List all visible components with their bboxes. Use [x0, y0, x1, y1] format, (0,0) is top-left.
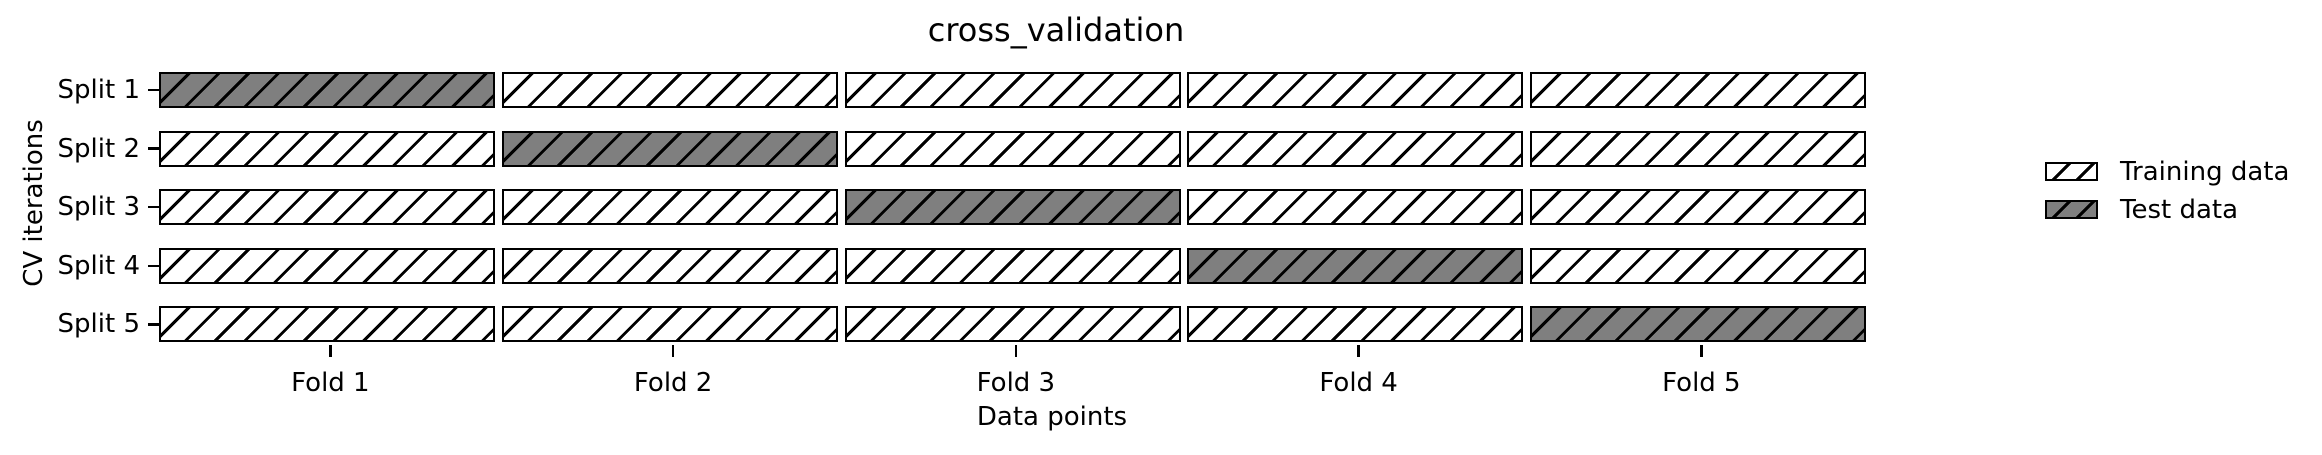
- bar-split-1-fold-3-train: [844, 72, 1181, 108]
- bar-split-4-fold-1-train: [159, 247, 495, 284]
- y-tick-label-split-5: Split 5: [57, 309, 140, 340]
- x-tick-label-fold-4: Fold 4: [1319, 368, 1398, 398]
- bar-split-1-fold-4-train: [1187, 72, 1524, 108]
- bar-split-4-fold-4-test: [1187, 247, 1524, 284]
- bar-split-5-fold-2-train: [501, 306, 838, 343]
- bar-split-2-fold-3-train: [844, 130, 1181, 167]
- y-tick-label-split-1: Split 1: [57, 75, 140, 105]
- training-data-swatch-icon: [2045, 162, 2098, 181]
- bar-split-5-fold-1-train: [159, 306, 495, 343]
- y-tick-label-split-2: Split 2: [57, 133, 140, 164]
- x-tick-label-fold-3: Fold 3: [976, 368, 1056, 398]
- bar-split-1-fold-2-train: [501, 72, 838, 108]
- x-tick-mark: [1014, 345, 1018, 357]
- legend-label-training: Training data: [2120, 156, 2290, 187]
- bar-split-2-fold-1-train: [159, 130, 495, 167]
- x-tick-label-fold-5: Fold 5: [1662, 368, 1741, 398]
- bar-split-3-fold-3-test: [844, 189, 1181, 226]
- bar-split-3-fold-1-train: [159, 189, 495, 226]
- legend-label-test: Test data: [2120, 194, 2239, 225]
- bar-split-5-fold-3-train: [844, 306, 1181, 343]
- legend: Training data Test data: [2045, 157, 2289, 238]
- bar-split-3-fold-5-train: [1530, 189, 1866, 226]
- bar-split-5-fold-5-test: [1530, 306, 1866, 343]
- bar-split-2-fold-4-train: [1187, 130, 1524, 167]
- legend-item-test: Test data: [2045, 195, 2289, 225]
- test-data-swatch-icon: [2045, 200, 2098, 219]
- y-tick-label-split-3: Split 3: [57, 192, 140, 223]
- x-tick-mark: [1700, 345, 1703, 357]
- x-tick-label-fold-2: Fold 2: [633, 368, 713, 398]
- x-tick-mark: [329, 345, 332, 357]
- y-tick-mark: [148, 264, 159, 268]
- bar-split-2-fold-2-test: [501, 130, 838, 167]
- bar-split-1-fold-5-train: [1530, 72, 1866, 108]
- bar-split-3-fold-2-train: [501, 189, 838, 226]
- bar-split-4-fold-2-train: [501, 247, 838, 284]
- bar-split-3-fold-4-train: [1187, 189, 1524, 226]
- bar-split-2-fold-5-train: [1530, 130, 1866, 167]
- bar-split-1-fold-1-test: [159, 72, 495, 108]
- bar-split-4-fold-3-train: [844, 247, 1181, 284]
- y-tick-mark: [148, 323, 159, 326]
- x-tick-mark: [1357, 345, 1360, 357]
- bar-split-4-fold-5-train: [1530, 247, 1866, 284]
- legend-item-training: Training data: [2045, 157, 2289, 187]
- x-tick-label-fold-1: Fold 1: [291, 368, 370, 398]
- x-tick-mark: [671, 345, 675, 357]
- y-tick-mark: [148, 205, 159, 209]
- y-tick-mark: [148, 147, 159, 150]
- chart-title: cross_validation: [927, 11, 1185, 49]
- x-axis-label: Data points: [976, 402, 1128, 432]
- bar-split-5-fold-4-train: [1187, 306, 1524, 343]
- y-tick-mark: [148, 88, 159, 92]
- y-tick-label-split-4: Split 4: [57, 250, 140, 281]
